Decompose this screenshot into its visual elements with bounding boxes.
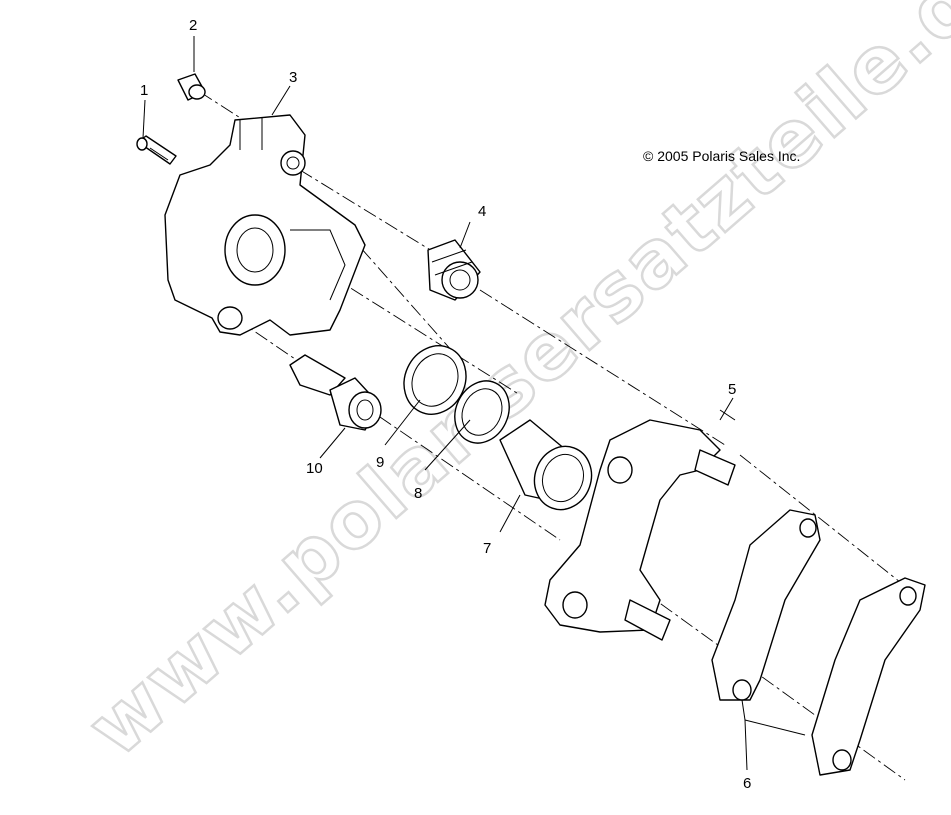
callout-10: 10 <box>306 460 323 477</box>
copyright-notice: © 2005 Polaris Sales Inc. <box>643 148 800 164</box>
part-6-brake-pads <box>711 509 926 776</box>
part-10-pin <box>289 354 382 431</box>
callout-6: 6 <box>743 775 751 792</box>
part-1-bleeder-screw <box>136 135 177 165</box>
part-8-seal <box>454 380 510 444</box>
watermark: www.polarisersatzteile.de <box>71 0 951 774</box>
part-4-boot <box>427 239 481 301</box>
callout-7: 7 <box>483 540 491 557</box>
part-9-seal <box>403 345 467 415</box>
callout-1: 1 <box>140 82 148 99</box>
part-7-piston <box>499 419 593 511</box>
part-3-caliper-body <box>164 114 366 336</box>
callout-2: 2 <box>189 17 197 34</box>
callout-5: 5 <box>728 381 736 398</box>
leader-lines <box>142 36 806 771</box>
part-5-bracket <box>544 409 736 641</box>
callout-3: 3 <box>289 69 297 86</box>
part-2-cap <box>177 73 206 101</box>
callouts: 1 2 3 4 5 6 7 8 9 10 <box>140 17 751 792</box>
callout-4: 4 <box>478 203 486 220</box>
callout-9: 9 <box>376 454 384 471</box>
callout-8: 8 <box>414 485 422 502</box>
